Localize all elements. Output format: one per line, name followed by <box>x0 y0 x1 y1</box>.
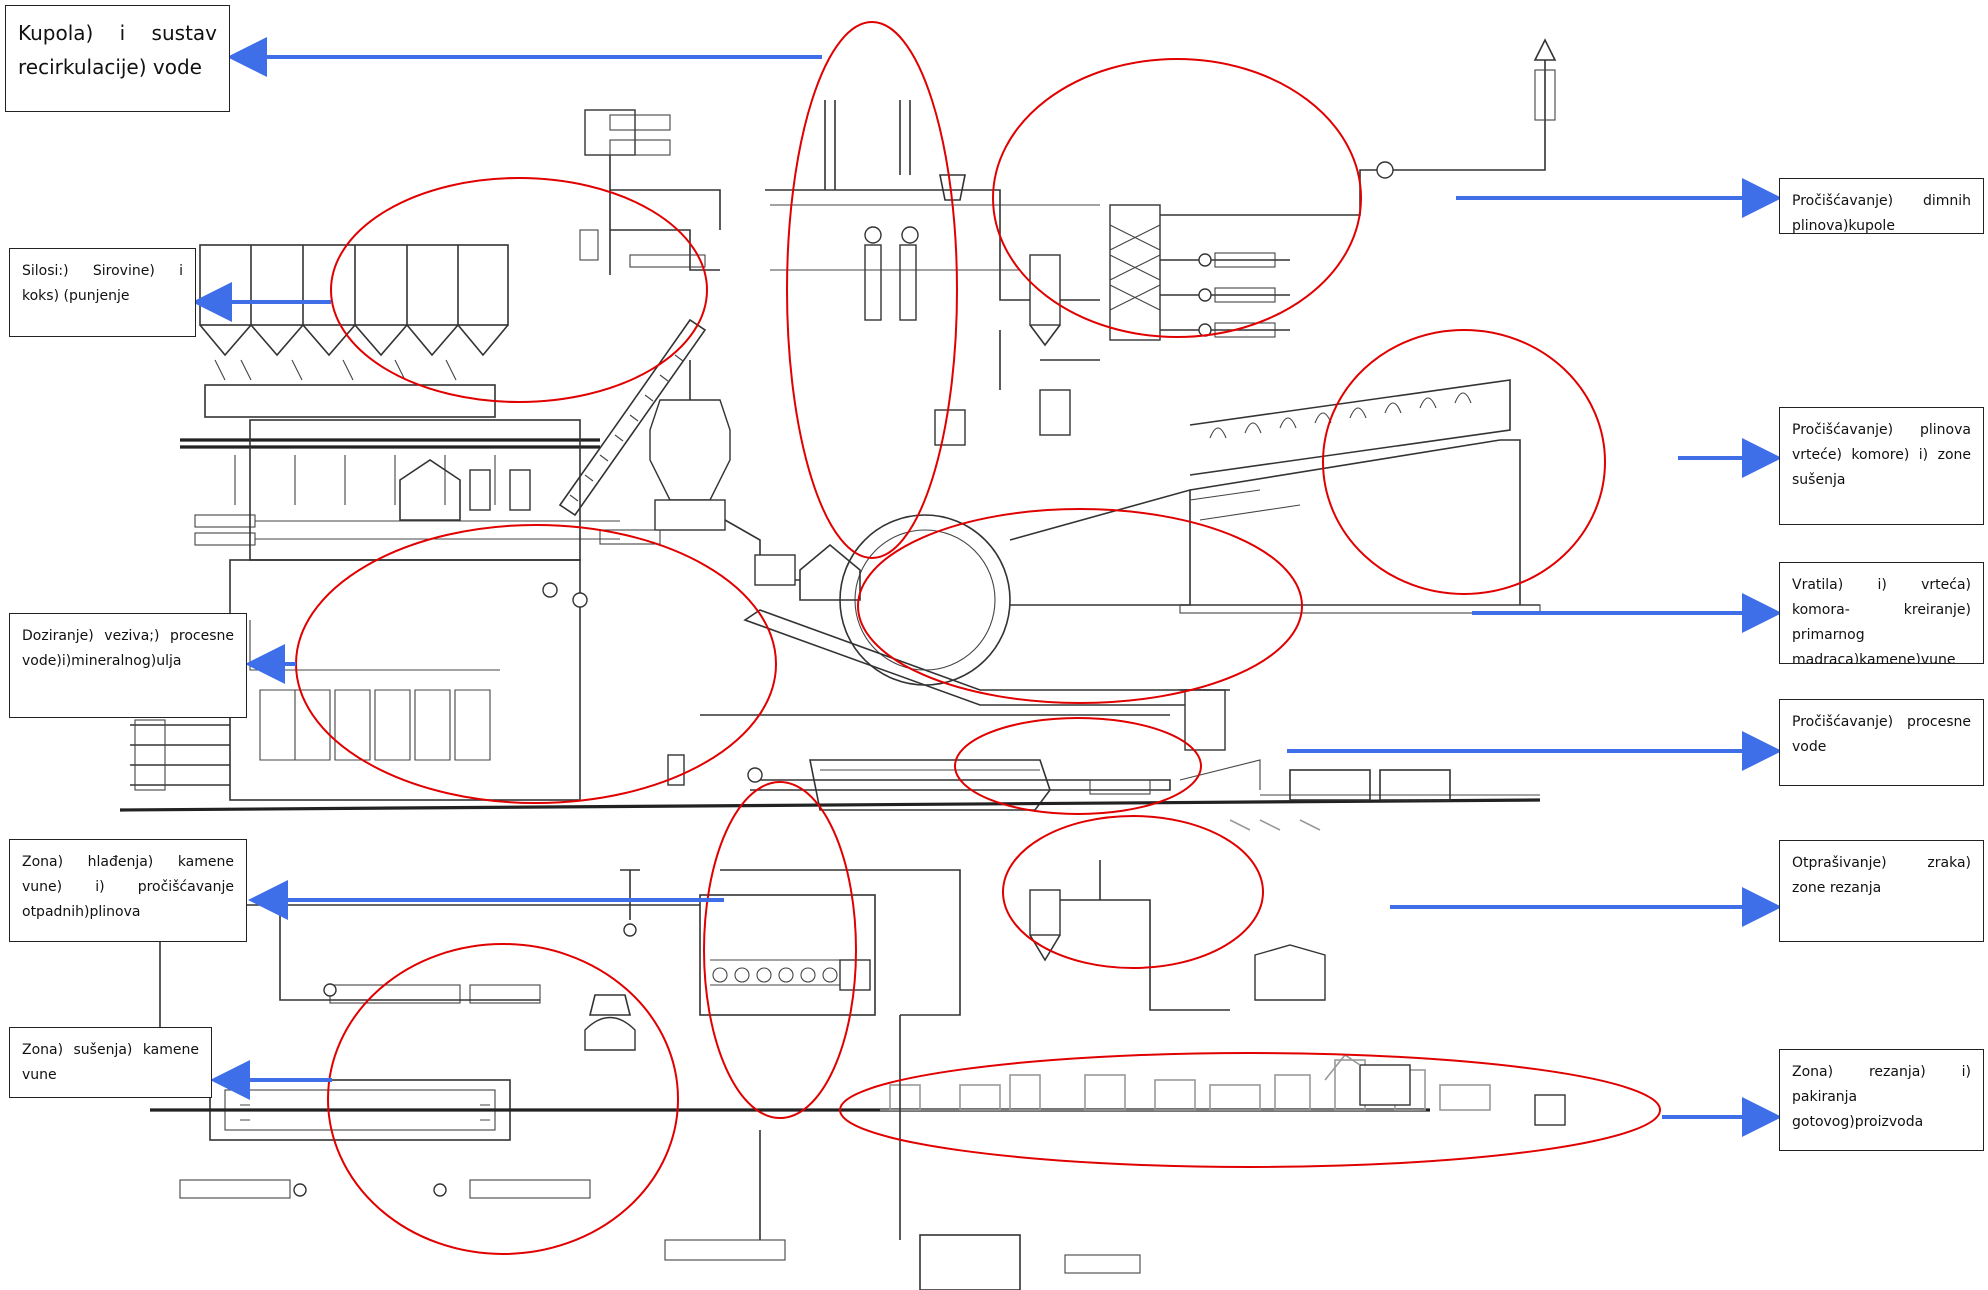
callout-arrows <box>192 37 1782 1137</box>
process-water-treatment <box>700 689 1261 811</box>
callout-cooling: Zona) hlađenja) kamene vune) i) pročišća… <box>9 839 247 942</box>
callout-packing-text: Zona) rezanja) i) pakiranja gotovog)proi… <box>1792 1064 1971 1130</box>
highlight-drying <box>327 943 679 1255</box>
callout-drying: Zona) sušenja) kamene vune <box>9 1027 212 1098</box>
cupola-water-recirculation <box>609 100 1100 321</box>
highlight-cooling <box>703 781 857 1119</box>
production-line <box>119 769 1566 1290</box>
highlight-dedusting <box>1002 815 1264 969</box>
callout-dedusting-text: Otprašivanje) zraka) zone rezanja <box>1792 855 1971 896</box>
callout-process-water-text: Pročišćavanje) procesne vode <box>1792 714 1971 755</box>
callout-binder: Doziranje) veziva;) procesne vode)i)mine… <box>9 613 247 718</box>
callout-flue-gas-text: Pročišćavanje) dimnih plinova)kupole <box>1792 193 1971 234</box>
callout-silos: Silosi:) Sirovine) i koks) (punjenje <box>9 248 196 337</box>
highlight-silos <box>330 177 708 403</box>
callout-cooling-text: Zona) hlađenja) kamene vune) i) pročišća… <box>22 854 234 920</box>
highlight-flue-gas <box>992 58 1362 338</box>
callout-binder-text: Doziranje) veziva;) procesne vode)i)mine… <box>22 628 234 669</box>
callout-spinner-text: Vratila) i) vrteća) komora- kreiranje) p… <box>1792 577 1971 664</box>
highlight-process-water <box>954 717 1202 815</box>
callout-process-water: Pročišćavanje) procesne vode <box>1779 699 1984 786</box>
highlight-cupola <box>786 21 958 559</box>
callout-spinner: Vratila) i) vrteća) komora- kreiranje) p… <box>1779 562 1984 664</box>
highlight-spinner <box>857 508 1303 704</box>
callout-flue-gas: Pročišćavanje) dimnih plinova)kupole <box>1779 178 1984 234</box>
highlight-rotary-chamber <box>1322 329 1606 595</box>
spinner-and-rotary-chamber <box>743 379 1541 706</box>
callout-packing: Zona) rezanja) i) pakiranja gotovog)proi… <box>1779 1049 1984 1151</box>
callout-rotary-chamber-text: Pročišćavanje) plinova vrteće) komore) i… <box>1792 422 1971 488</box>
callout-drying-text: Zona) sušenja) kamene vune <box>22 1042 199 1083</box>
callout-cupola-text: Kupola) i sustav recirkulacije) vode <box>18 21 217 79</box>
zone-highlights <box>295 21 1661 1255</box>
flue-gas-cleaning <box>934 38 1557 446</box>
callout-dedusting: Otprašivanje) zraka) zone rezanja <box>1779 840 1984 942</box>
highlight-packing <box>839 1052 1661 1168</box>
highlight-binder <box>295 524 777 804</box>
callout-rotary-chamber: Pročišćavanje) plinova vrteće) komore) i… <box>1779 407 1984 525</box>
cupola-furnace <box>558 109 800 581</box>
callout-silos-text: Silosi:) Sirovine) i koks) (punjenje <box>22 263 183 304</box>
callout-cupola: Kupola) i sustav recirkulacije) vode <box>5 5 230 112</box>
